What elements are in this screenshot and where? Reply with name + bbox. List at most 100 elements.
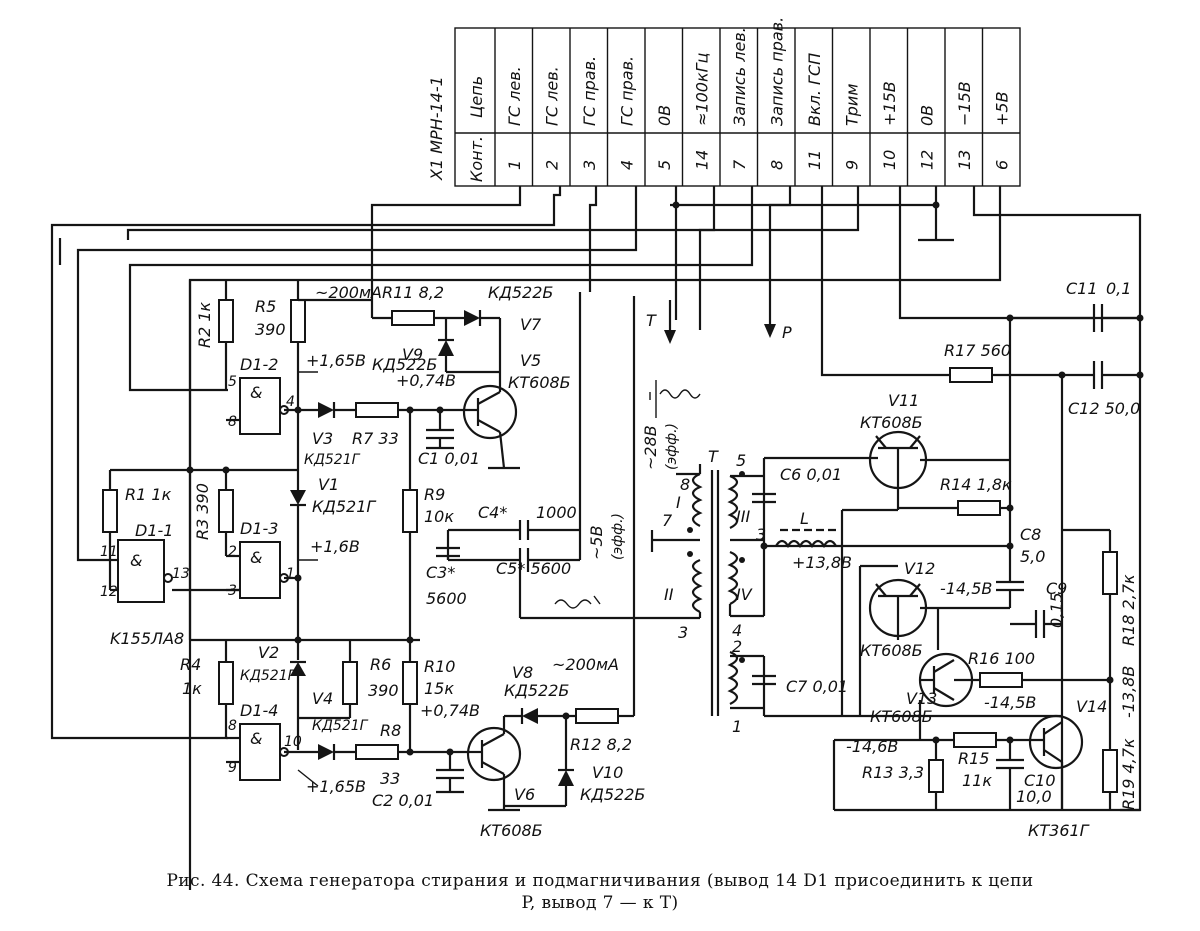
v7-v9-type: КД522Б bbox=[372, 355, 437, 374]
r19-resistor bbox=[1102, 749, 1118, 793]
d1-3-pin-out: 1 bbox=[286, 566, 295, 582]
t-voltage-eff: (эфф.) bbox=[664, 423, 680, 470]
connector-pin-1: 1 bbox=[505, 160, 524, 170]
connector-pin-4: 4 bbox=[617, 160, 636, 170]
r7-resistor bbox=[355, 402, 399, 418]
c5-label: C5* 5600 bbox=[496, 559, 571, 578]
r8-name: R8 bbox=[380, 721, 401, 740]
v6-type: КТ608Б bbox=[480, 821, 543, 840]
v8-diode bbox=[522, 708, 538, 724]
r16-resistor bbox=[979, 672, 1023, 688]
t-pin-1: 1 bbox=[732, 717, 742, 736]
t-pin-5: 5 bbox=[736, 451, 746, 470]
connector-signal-14: +5В bbox=[992, 91, 1011, 126]
stabilizer: V13 КТ608Б R16 100 -14,5В -14,6В R15 11к… bbox=[832, 528, 1140, 840]
r10-value: 15к bbox=[424, 679, 454, 698]
d1-1-pin-out: 13 bbox=[172, 566, 190, 582]
v4-type: КД521Г bbox=[312, 718, 369, 734]
v3-type: КД521Г bbox=[304, 452, 361, 468]
r1-resistor bbox=[102, 489, 118, 533]
d1-2-output-voltage: +1,65В bbox=[306, 351, 366, 370]
r15-value: 11к bbox=[962, 771, 992, 790]
r13-resistor bbox=[928, 759, 944, 793]
r5-resistor bbox=[290, 299, 306, 343]
r4-value: 1к bbox=[182, 679, 202, 698]
arrow-p-label: P bbox=[782, 323, 792, 342]
t-pin-3: 3 bbox=[678, 623, 688, 642]
arrow-t-label: T bbox=[646, 311, 657, 330]
r4-resistor bbox=[218, 661, 234, 705]
v8-type: КД522Б bbox=[504, 681, 569, 700]
v3-diode bbox=[318, 402, 334, 418]
t-pin-8: 8 bbox=[680, 475, 690, 494]
c12-label: C12 50,0 bbox=[1068, 399, 1140, 418]
r5-value: 390 bbox=[255, 320, 286, 339]
r1-label: R1 1к bbox=[125, 485, 172, 504]
v14-name: V14 bbox=[1076, 697, 1107, 716]
r5-name: R5 bbox=[255, 297, 276, 316]
r18-resistor bbox=[1102, 551, 1118, 595]
d1-2-name: D1-2 bbox=[240, 355, 278, 374]
v10-type: КД522Б bbox=[580, 785, 645, 804]
v2-diode bbox=[290, 662, 306, 676]
v5-name: V5 bbox=[520, 351, 541, 370]
r12-label: R12 8,2 bbox=[570, 735, 632, 754]
v1-type: КД521Г bbox=[312, 497, 376, 516]
r9-resistor bbox=[402, 489, 418, 533]
p-voltage-eff: (эфф.) bbox=[610, 513, 626, 560]
connector-signal-1: ГС лев. bbox=[505, 66, 524, 126]
capacitor-network: C4* 1000 C3* 5600 C5* 5600 ~5В (эфф.) bbox=[426, 292, 660, 688]
v13-type: КТ608Б bbox=[870, 707, 933, 726]
r3-resistor bbox=[218, 489, 234, 533]
r15-name: R15 bbox=[958, 749, 989, 768]
connector-pin-3: 3 bbox=[580, 160, 599, 170]
caption-line-2: P, вывод 7 — к T) bbox=[521, 893, 679, 913]
connector-pin-5: 5 bbox=[655, 160, 674, 170]
r9-name: R9 bbox=[424, 485, 445, 504]
r11-resistor bbox=[391, 310, 435, 326]
d1-3-symbol: & bbox=[250, 548, 262, 567]
bottom-current-label: ~200мА bbox=[552, 655, 619, 674]
connector-signal-13: −15В bbox=[955, 81, 974, 126]
d1-4-pin-out: 10 bbox=[284, 734, 302, 750]
c3-value: 5600 bbox=[426, 589, 467, 608]
r3-label: R3 390 bbox=[193, 483, 212, 540]
connector-pin-12: 12 bbox=[917, 150, 936, 170]
v6-name: V6 bbox=[514, 785, 535, 804]
logic-section: R2 1к R5 390 D1-2 & 5 8 4 D1-3 & 2 3 1 R… bbox=[100, 280, 470, 796]
v14-transistor bbox=[1028, 714, 1084, 770]
t-winding-4: IV bbox=[736, 585, 753, 604]
c9-value: 0,15 bbox=[1047, 592, 1066, 628]
connector-pin-14: 6 bbox=[992, 160, 1011, 170]
connector-signal-4: ГС прав. bbox=[617, 56, 636, 126]
connector-signal-10: Трим bbox=[842, 84, 861, 126]
t-pin-7: 7 bbox=[662, 511, 673, 530]
v14-type: КТ361Г bbox=[1028, 821, 1090, 840]
caption-line-1: Рис. 44. Схема генератора стирания и под… bbox=[166, 871, 1034, 891]
d1-2-gate bbox=[239, 377, 281, 435]
r6-name: R6 bbox=[370, 655, 391, 674]
supply-filter: C11 0,1 R17 560 C12 50,0 bbox=[944, 279, 1144, 810]
c7-label: C7 0,01 bbox=[786, 677, 848, 696]
v3-name: V3 bbox=[312, 429, 333, 448]
inductor-label: L bbox=[800, 509, 809, 528]
v8-name: V8 bbox=[512, 663, 533, 682]
c4-value: 1000 bbox=[536, 503, 577, 522]
d1-1-gate bbox=[117, 539, 165, 603]
d1-3-name: D1-3 bbox=[240, 519, 278, 538]
v7-type: КД522Б bbox=[488, 283, 553, 302]
d1-4-name: D1-4 bbox=[240, 701, 278, 720]
r11-label: R11 8,2 bbox=[382, 283, 444, 302]
c10-value: 10,0 bbox=[1016, 787, 1052, 806]
connector-pin-7: 7 bbox=[730, 159, 749, 170]
connector-signal-5: 0В bbox=[655, 105, 674, 126]
v7-name: V7 bbox=[520, 315, 542, 334]
v5-base-voltage: +0,74В bbox=[396, 371, 456, 390]
d1-2-pin-in2: 8 bbox=[228, 414, 237, 430]
v6-transistor bbox=[466, 726, 522, 782]
connector-pin-9: 11 bbox=[805, 150, 824, 170]
connector-pin-10: 9 bbox=[842, 160, 861, 170]
d1-1-pin-in2: 12 bbox=[100, 584, 118, 600]
connector-header-circuit: Цепь bbox=[467, 76, 486, 118]
d1-1-type: K155ЛА8 bbox=[110, 629, 184, 648]
